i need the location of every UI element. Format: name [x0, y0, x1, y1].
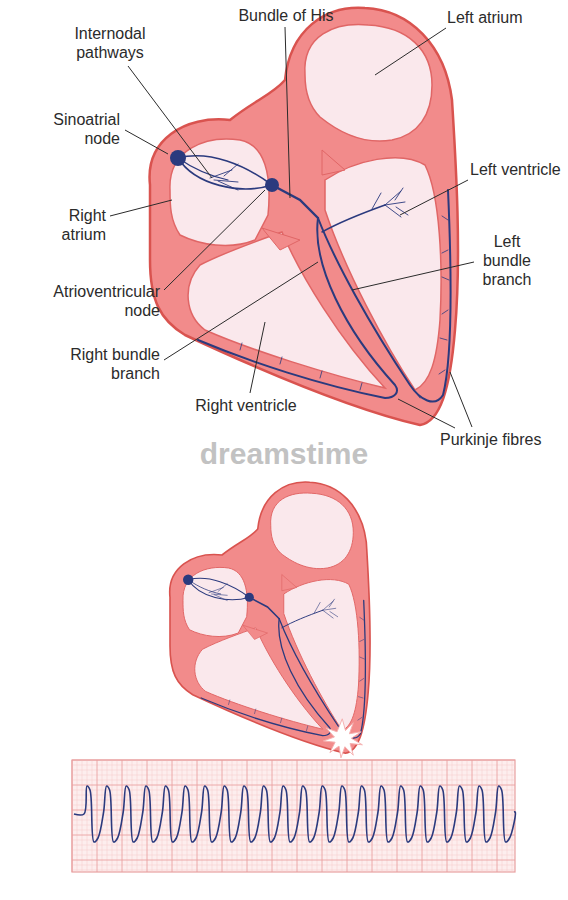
second-heart [170, 482, 370, 758]
leader-line [400, 180, 468, 215]
ecg-grid-minor [72, 780, 515, 781]
leader-line [375, 28, 446, 75]
ecg-grid-major [422, 760, 423, 872]
ecg-grid-major [197, 760, 198, 872]
left-atrium-chamber [305, 25, 432, 141]
valve-flap [262, 228, 300, 250]
ecg-grid-minor [72, 800, 515, 801]
ecg-grid-major [322, 760, 323, 872]
leader-line [398, 399, 455, 428]
ecg-grid-major [72, 760, 515, 761]
leader-line [125, 130, 168, 154]
leader-line [110, 200, 172, 216]
leader-line [285, 27, 290, 198]
leader-line [352, 262, 474, 290]
heart-wall [150, 8, 458, 425]
atrioventricular-node [265, 178, 279, 192]
leader-lines [110, 27, 474, 428]
ecg-grid-major [72, 785, 515, 786]
part-label: Bundle of His [232, 6, 340, 25]
ecg-paper [72, 760, 515, 872]
left-branch-fibrils [372, 188, 408, 217]
part-label: Left bundle branch [476, 232, 538, 289]
ecg-grid-major [72, 760, 73, 872]
sinoatrial-node [170, 150, 186, 166]
ecg-grid-minor [72, 865, 515, 866]
ecg-grid-minor [72, 850, 515, 851]
ecg-grid-minor [72, 765, 515, 766]
part-label: Left atrium [447, 8, 547, 27]
ecg-grid-major [72, 760, 515, 872]
ecg-grid-minor [72, 825, 515, 826]
ecg-grid-major [372, 760, 373, 872]
right-atrium-chamber [170, 139, 269, 245]
part-label: Internodal pathways [60, 24, 160, 62]
right-bundle-branch [198, 218, 397, 398]
part-label: Right ventricle [186, 396, 306, 415]
part-label: Left ventricle [470, 160, 566, 179]
ecg-grid-minor [72, 770, 515, 771]
leader-line [250, 322, 265, 393]
ecg-grid-major [72, 810, 515, 811]
leader-line [164, 190, 265, 290]
watermark: dreamstime [134, 436, 434, 472]
ecg-grid-major [247, 760, 248, 872]
ecg-grid-major [497, 760, 498, 872]
ecg-grid-major [447, 760, 448, 872]
ecg-grid-minor [72, 845, 515, 846]
ecg-grid-major [172, 760, 173, 872]
part-label: Atrioventricular node [36, 282, 160, 320]
left-bundle-branch [318, 190, 451, 402]
ecg-grid-major [272, 760, 273, 872]
ecg-grid-major [472, 760, 473, 872]
ecg-grid-minor [72, 805, 515, 806]
ecg-grid-minor [72, 760, 515, 872]
ecg-grid-minor [72, 830, 515, 831]
conduction-system [170, 150, 451, 402]
ecg-grid-minor [72, 775, 515, 776]
part-label: Right bundle branch [36, 345, 160, 383]
ecg-grid-minor [72, 820, 515, 821]
heart-drawing [150, 8, 458, 425]
part-label: Right atrium [40, 206, 106, 244]
part-label: Purkinje fibres [440, 430, 564, 449]
ecg-grid-minor [72, 795, 515, 796]
purkinje-fibres [240, 216, 449, 398]
leader-line [128, 66, 212, 178]
ecg-grid-minor [72, 815, 515, 816]
leader-line [450, 372, 472, 427]
ecg-trace [74, 786, 515, 842]
part-label: Sinoatrial node [30, 110, 120, 148]
ecg-grid-minor [72, 870, 515, 871]
leader-line [164, 262, 318, 360]
left-branch-tree [322, 205, 385, 232]
atrial-fibrils [210, 164, 238, 190]
ecg-grid-major [97, 760, 98, 872]
internodal-pathway [178, 158, 228, 180]
ecg-grid-minor [72, 790, 515, 791]
ectopic-focus-star [323, 719, 362, 758]
ecg-grid-minor [72, 855, 515, 856]
valve-flap [322, 150, 345, 175]
ecg-grid-major [72, 860, 515, 861]
ecg-grid-major [222, 760, 223, 872]
bundle-of-his [272, 185, 318, 218]
ecg-grid-major [147, 760, 148, 872]
ecg-grid-major [297, 760, 298, 872]
heart-copy [170, 482, 370, 753]
ecg-strip [72, 760, 515, 872]
